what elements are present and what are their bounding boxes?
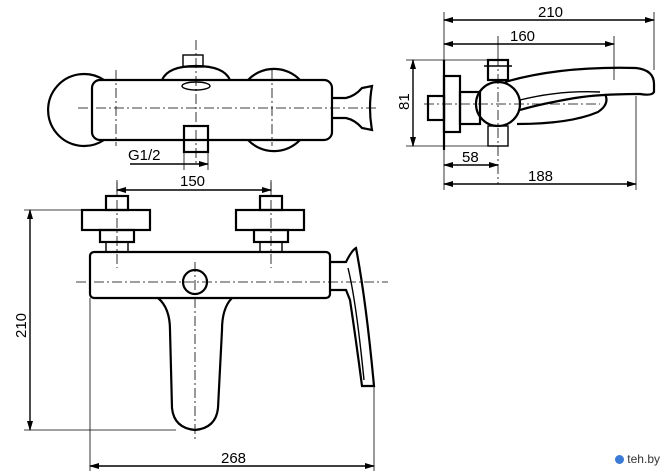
wall-stub <box>426 94 446 122</box>
side-view: 210 160 81 58 188 <box>396 4 656 190</box>
left-flange <box>80 208 152 232</box>
spout-upper <box>504 66 656 112</box>
front-height-label: 210 <box>13 313 30 338</box>
spout-lower <box>516 93 608 126</box>
mixer-body-top <box>90 78 334 142</box>
diverter-stem <box>182 54 204 68</box>
site-watermark: teh.by <box>611 451 664 467</box>
wall-to-spout-label: 188 <box>528 168 553 185</box>
right-eccentric-outline <box>247 67 301 153</box>
side-length-label: 210 <box>538 4 563 21</box>
spout-inner <box>519 91 601 101</box>
spout-length-label: 160 <box>510 28 535 45</box>
side-height-label: 81 <box>396 93 413 110</box>
wall-to-axis-label: 58 <box>462 149 479 166</box>
left-eccentric-outline <box>47 72 105 148</box>
top-view: G1/2 <box>47 40 376 170</box>
nut-side <box>458 90 482 126</box>
lever-front-inner <box>347 267 365 381</box>
lever-front <box>330 246 376 388</box>
watermark-text: teh.by <box>627 452 660 466</box>
mixer-body-front <box>88 250 332 300</box>
front-width-label: 268 <box>221 450 246 467</box>
inlet-spacing-label: 150 <box>180 173 205 190</box>
thread-size-label: G1/2 <box>128 147 161 164</box>
watermark-logo-icon <box>615 454 625 464</box>
right-flange <box>234 208 306 232</box>
front-view: 150 210 268 <box>13 173 388 471</box>
